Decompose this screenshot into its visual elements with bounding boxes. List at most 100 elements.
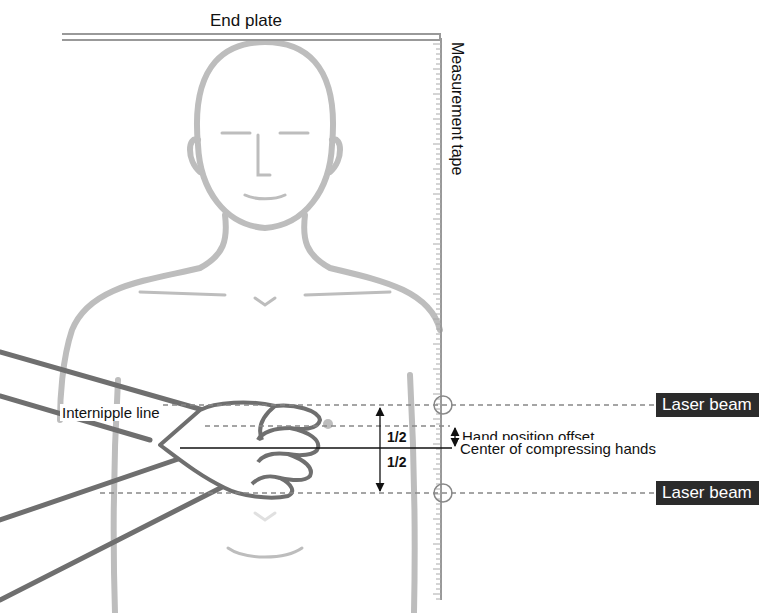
tape-tick [436, 229, 441, 230]
laser-point [434, 396, 452, 414]
tape-tick [436, 149, 441, 150]
tape-tick [436, 134, 441, 135]
tape-tick [436, 99, 441, 100]
nipple [323, 419, 333, 429]
tape-tick [436, 354, 441, 355]
tape-tick [436, 364, 441, 365]
tape-tick [433, 219, 441, 220]
body-outline [60, 42, 440, 613]
tape-tick [436, 164, 441, 165]
tape-label: Measurement tape [449, 40, 466, 177]
tape-tick [436, 289, 441, 290]
half-bracket [379, 408, 380, 491]
tape-tick [436, 504, 441, 505]
tape-tick [436, 554, 441, 555]
tape-tick [436, 324, 441, 325]
internipple-label: Internipple line [60, 404, 162, 421]
tape-tick [436, 349, 441, 350]
tape-tick [436, 234, 441, 235]
tape-tick [436, 529, 441, 530]
tape-tick [436, 429, 441, 430]
tape-tick [436, 479, 441, 480]
laser-beam-tag: Laser beam [656, 481, 759, 505]
tape-tick [436, 189, 441, 190]
tape-tick [433, 244, 441, 245]
tape-tick [436, 459, 441, 460]
tape-tick [436, 314, 441, 315]
tape-tick [436, 509, 441, 510]
tape-tick [436, 204, 441, 205]
tape-tick [436, 124, 441, 125]
tape-tick [433, 519, 441, 520]
tape-tick [436, 584, 441, 585]
tape-tick [433, 44, 441, 45]
laser-point [434, 484, 452, 502]
tape-tick [433, 144, 441, 145]
tape-tick [436, 379, 441, 380]
tape-tick [436, 184, 441, 185]
tape-tick [436, 284, 441, 285]
tape-tick [433, 544, 441, 545]
tape-tick [436, 539, 441, 540]
tape-tick [436, 74, 441, 75]
tape-tick [433, 294, 441, 295]
tape-tick [436, 79, 441, 80]
tape-tick [433, 319, 441, 320]
tape-tick [436, 329, 441, 330]
tape-tick [436, 474, 441, 475]
tape-tick [436, 49, 441, 50]
end-plate-label: End plate [208, 12, 284, 29]
tape-tick [436, 129, 441, 130]
tape-tick [436, 89, 441, 90]
tape-tick [436, 424, 441, 425]
tape-tick [436, 464, 441, 465]
tape-tick [436, 409, 441, 410]
half-label: 1/2 [385, 454, 408, 471]
tape-tick [436, 559, 441, 560]
tape-ticks [433, 44, 441, 599]
tape-tick [436, 439, 441, 440]
tape-tick [436, 214, 441, 215]
offset-bracket [454, 428, 455, 446]
laser-beam-label: Laser beam [656, 393, 759, 417]
tape-tick [436, 104, 441, 105]
tape-tick [433, 94, 441, 95]
tape-tick [436, 589, 441, 590]
tape-tick [433, 569, 441, 570]
tape-tick [436, 64, 441, 65]
tape-tick [436, 489, 441, 490]
tape-tick [436, 334, 441, 335]
tape-tick [436, 534, 441, 535]
tape-tick [436, 209, 441, 210]
tape-tick [436, 454, 441, 455]
center-label: Center of compressing hands [458, 440, 658, 457]
tape-tick [436, 264, 441, 265]
tape-tick [436, 254, 441, 255]
tape-tick [436, 524, 441, 525]
tape-tick [436, 259, 441, 260]
tape-tick [436, 159, 441, 160]
tape-tick [436, 109, 441, 110]
tape-tick [436, 599, 441, 600]
tape-tick [433, 469, 441, 470]
tape-tick [436, 514, 441, 515]
tape-tick [436, 549, 441, 550]
tape-tick [433, 269, 441, 270]
tape-tick [436, 279, 441, 280]
tape-tick [433, 394, 441, 395]
tape-tick [433, 194, 441, 195]
tape-tick [436, 179, 441, 180]
tape-tick [436, 574, 441, 575]
tape-tick [436, 434, 441, 435]
laser-beam-label: Laser beam [656, 481, 759, 505]
compressing-hands [160, 403, 320, 498]
tape-tick [436, 139, 441, 140]
laser-beam-tag: Laser beam [656, 393, 759, 417]
tape-tick [436, 359, 441, 360]
tape-tick [436, 374, 441, 375]
tape-tick [436, 564, 441, 565]
tape-tick [436, 339, 441, 340]
tape-tick [436, 114, 441, 115]
